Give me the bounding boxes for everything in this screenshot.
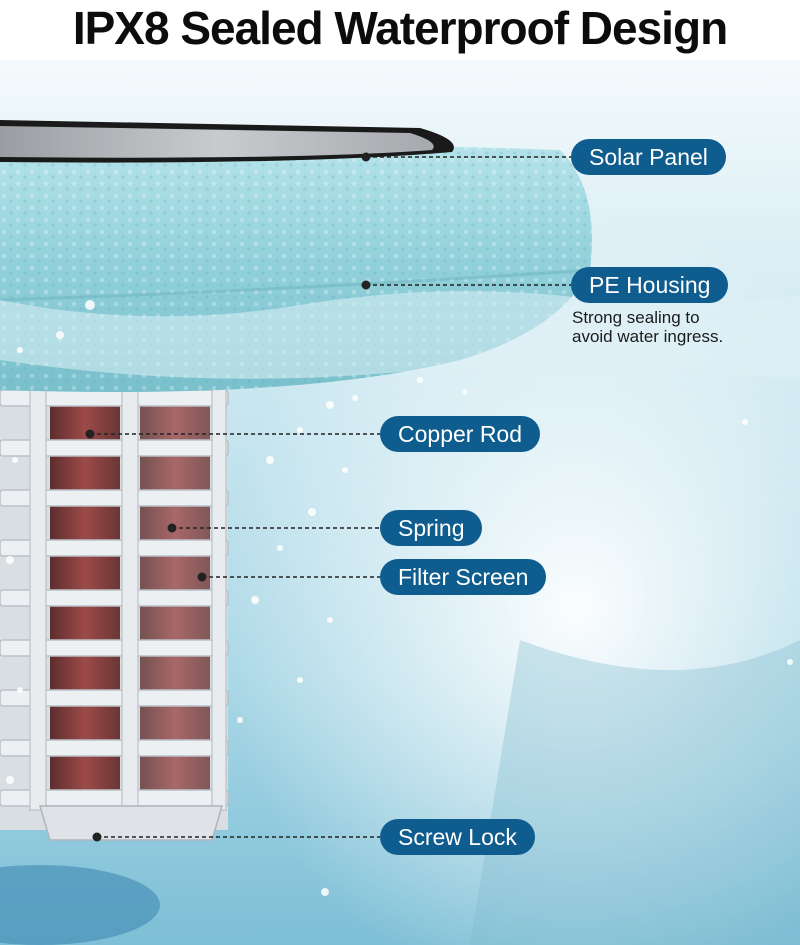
filter-screen-label: Filter Screen [380,559,547,595]
solar-panel-marker [361,152,371,162]
solar-panel-label: Solar Panel [571,139,726,175]
pe-housing-note: Strong sealing to avoid water ingress. [572,308,782,346]
page-title: IPX8 Sealed Waterproof Design [72,2,728,54]
copper-rod-marker [85,429,95,439]
leader-lines [90,156,572,838]
screw-lock-label: Screw Lock [380,819,535,855]
pe-housing-marker [361,280,371,290]
filter-screen-marker [197,572,207,582]
screw-lock-marker [92,832,102,842]
pe-housing-note-line1: Strong sealing to [572,308,700,327]
copper-rod-label: Copper Rod [380,416,541,452]
pe-housing-label: PE Housing [571,267,729,303]
spring-marker [167,523,177,533]
spring-label: Spring [380,510,483,546]
pe-housing-note-line2: avoid water ingress. [572,327,724,346]
